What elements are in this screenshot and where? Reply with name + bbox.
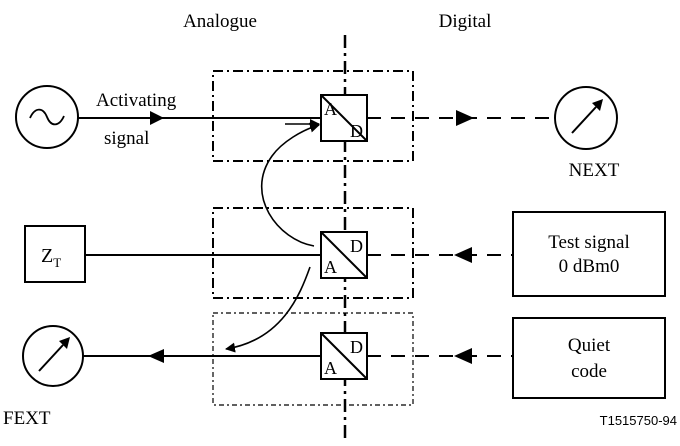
converter-top-d: D xyxy=(350,121,363,141)
activating-label: Activating xyxy=(96,90,177,111)
impedance-box xyxy=(24,225,86,283)
fext-label: FEXT xyxy=(3,408,51,429)
converter-bottom: D A xyxy=(320,332,368,380)
digital-top-arrow-icon xyxy=(456,110,474,126)
converter-middle-d: D xyxy=(350,236,363,256)
test-signal-line1: Test signal xyxy=(548,232,630,253)
impedance-label: ZT xyxy=(41,245,61,270)
digital-label: Digital xyxy=(439,11,492,32)
next-label: NEXT xyxy=(569,160,620,181)
quiet-line2: code xyxy=(571,361,607,382)
converter-top: A D xyxy=(320,94,368,142)
enclosure-middle xyxy=(212,207,414,299)
activating-arrow-icon xyxy=(150,111,164,125)
fext-coupling-curve xyxy=(225,266,311,353)
next-meter-icon xyxy=(554,86,618,150)
enclosure-top xyxy=(212,70,414,162)
converter-middle: D A xyxy=(320,231,368,279)
digital-bottom-arrow-icon xyxy=(454,348,472,364)
converter-middle-a: A xyxy=(324,257,337,277)
figure-reference: T1515750-94 xyxy=(600,413,677,428)
converter-top-a: A xyxy=(324,99,337,119)
fext-meter-icon xyxy=(22,325,84,387)
quiet-code-box xyxy=(512,317,666,399)
test-signal-line2: 0 dBm0 xyxy=(559,256,620,277)
converter-bottom-a: A xyxy=(324,358,337,378)
next-coupling-curve xyxy=(260,122,320,247)
fext-arrow-icon xyxy=(148,349,164,363)
analogue-label: Analogue xyxy=(183,11,257,32)
sine-generator-icon xyxy=(15,85,79,149)
signal-label: signal xyxy=(104,128,149,149)
quiet-line1: Quiet xyxy=(568,335,611,356)
test-signal-box xyxy=(512,211,666,297)
converter-bottom-d: D xyxy=(350,337,363,357)
impedance-subscript: T xyxy=(53,255,61,270)
enclosure-bottom xyxy=(212,312,414,406)
digital-middle-arrow-icon xyxy=(454,247,472,263)
